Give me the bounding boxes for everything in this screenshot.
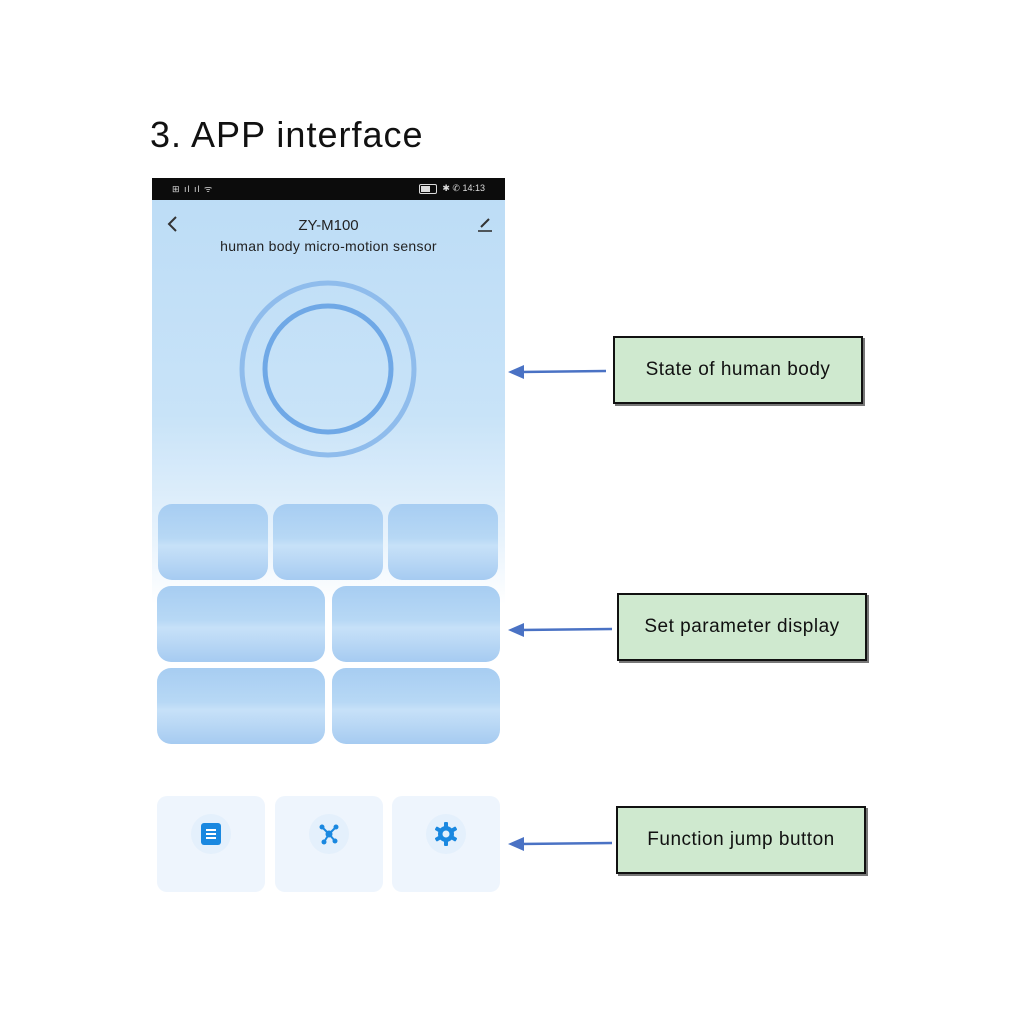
parameter-tile[interactable]: [388, 504, 498, 580]
parameter-tile[interactable]: [332, 668, 500, 744]
device-description: human body micro-motion sensor: [220, 238, 437, 254]
arrow-left-icon: [508, 623, 613, 637]
pencil-icon[interactable]: [475, 214, 495, 234]
human-state-indicator: [238, 279, 418, 459]
status-right: ✱ ✆ 14:13: [418, 183, 485, 194]
device-name: ZY-M100: [298, 217, 359, 234]
parameter-tile[interactable]: [332, 586, 500, 662]
annotation-state-of-human-body: State of human body: [613, 336, 863, 404]
status-bar: ⊞ ıl ıl ᯤ ✱ ✆ 14:13: [152, 178, 505, 200]
parameter-tile[interactable]: [273, 504, 383, 580]
annotation-function-jump-button: Function jump button: [616, 806, 866, 874]
linkage-button[interactable]: [275, 796, 383, 892]
parameter-tile[interactable]: [157, 668, 325, 744]
arrow-left-icon: [508, 837, 613, 851]
signal-indicators: ⊞ ıl ıl ᯤ: [172, 184, 214, 194]
annotation-set-parameter-display: Set parameter display: [617, 593, 867, 661]
records-button[interactable]: [157, 796, 265, 892]
document-icon: [201, 823, 221, 845]
parameter-tile[interactable]: [158, 504, 268, 580]
battery-icon: [418, 183, 437, 194]
phone-screenshot: ⊞ ıl ıl ᯤ ✱ ✆ 14:13 ZY-M100 human body m…: [152, 178, 505, 770]
status-time: ✱ ✆ 14:13: [442, 183, 485, 193]
back-chevron-icon[interactable]: [164, 214, 182, 234]
parameter-tile[interactable]: [157, 586, 325, 662]
page-title: 3. APP interface: [150, 114, 424, 155]
gear-icon: [434, 822, 458, 846]
arrow-left-icon: [508, 365, 607, 379]
network-nodes-icon: [319, 824, 339, 845]
settings-button[interactable]: [392, 796, 500, 892]
